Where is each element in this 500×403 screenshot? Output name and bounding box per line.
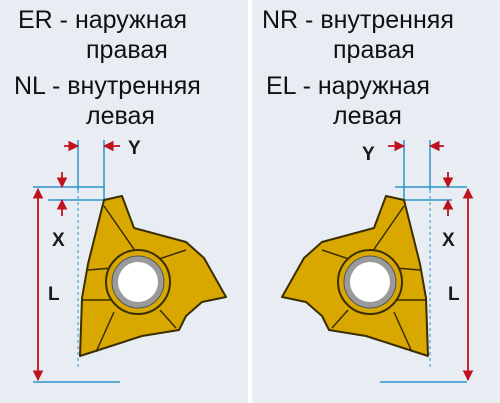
right-caption-line1: NR - внутренняя — [262, 6, 454, 34]
left-hole-center — [118, 262, 158, 302]
right-insert: Y X L — [281, 140, 474, 383]
left-insert-facets — [82, 205, 187, 353]
left-y-label: Y — [128, 138, 141, 159]
right-caption-line3: EL - наружная — [266, 72, 430, 100]
right-caption-line4: левая — [333, 102, 402, 130]
left-caption-line2: правая — [86, 36, 168, 64]
left-insert: Y X L — [32, 138, 227, 383]
left-x-label: X — [52, 230, 65, 251]
left-caption-line3: NL - внутренняя — [14, 72, 201, 100]
right-l-label: L — [448, 284, 460, 305]
left-caption-line4: левая — [86, 102, 155, 130]
right-hole-center — [350, 262, 390, 302]
right-y-label: Y — [362, 144, 375, 165]
left-l-label: L — [48, 284, 60, 305]
right-caption-line2: правая — [333, 36, 415, 64]
right-insert-facets — [321, 205, 426, 353]
left-caption-line1: ER - наружная — [18, 6, 188, 34]
right-x-label: X — [442, 230, 455, 251]
